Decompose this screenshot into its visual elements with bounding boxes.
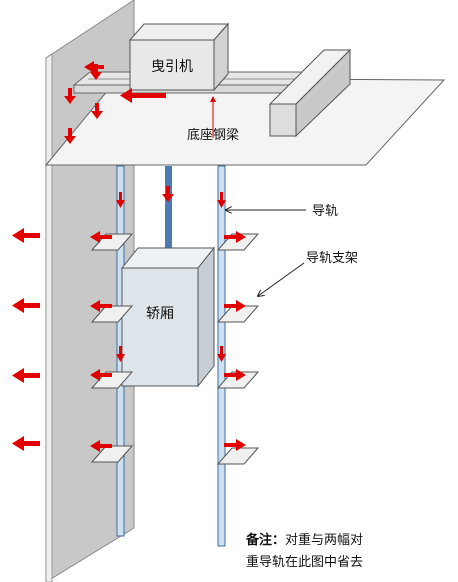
red-arrow-right-icon (224, 369, 246, 381)
car-label: 轿厢 (146, 306, 174, 322)
red-arrow-down-icon (91, 103, 103, 119)
rail-brackets-left (90, 233, 134, 463)
red-arrow-left-icon (12, 436, 40, 451)
red-arrow-right-icon (224, 439, 246, 451)
rail-brackets-right (216, 233, 260, 465)
load-arrows (12, 61, 246, 452)
rail-bracket-label: 导轨支架 (306, 251, 358, 266)
counterweight-block (268, 48, 352, 138)
annotations: 底座钢梁 导轨 导轨支架 (187, 96, 358, 296)
red-arrow-down-icon (64, 128, 76, 144)
red-arrow-left-icon (84, 61, 104, 73)
red-arrow-left-icon (90, 231, 112, 243)
red-arrow-down-icon (64, 88, 76, 104)
hoist-rope (165, 166, 172, 250)
red-arrow-left-icon (90, 369, 112, 381)
red-arrow-down-icon (116, 192, 125, 208)
red-arrow-left-icon (90, 440, 112, 452)
note: 备注：对重与两幅对 重导轨在此图中省去 (245, 532, 363, 570)
red-arrow-left-icon (12, 228, 40, 243)
note-line2: 重导轨在此图中省去 (246, 554, 363, 570)
red-arrow-right-icon (224, 231, 246, 243)
red-arrow-left-icon (12, 298, 40, 313)
elevator-car: 轿厢 (120, 246, 216, 388)
red-arrow-down-icon (217, 192, 226, 208)
guide-rail-label: 导轨 (312, 204, 338, 219)
red-arrow-left-icon (120, 88, 166, 103)
red-arrow-down-icon (217, 346, 226, 362)
svg-text:备注：对重与两幅对: 备注：对重与两幅对 (245, 532, 363, 548)
red-arrow-down-icon (162, 186, 174, 202)
red-arrow-left-icon (12, 368, 40, 383)
note-title: 备注： (245, 532, 285, 548)
traction-machine-label: 曳引机 (151, 59, 193, 75)
red-arrow-right-icon (224, 300, 246, 312)
red-arrow-left-icon (90, 300, 112, 312)
base-beam-label: 底座钢梁 (187, 127, 239, 143)
machine-room-slab (44, 77, 446, 166)
note-line1: 对重与两幅对 (285, 532, 363, 548)
red-arrow-down-icon (116, 346, 125, 362)
traction-machine: 曳引机 (128, 22, 230, 92)
